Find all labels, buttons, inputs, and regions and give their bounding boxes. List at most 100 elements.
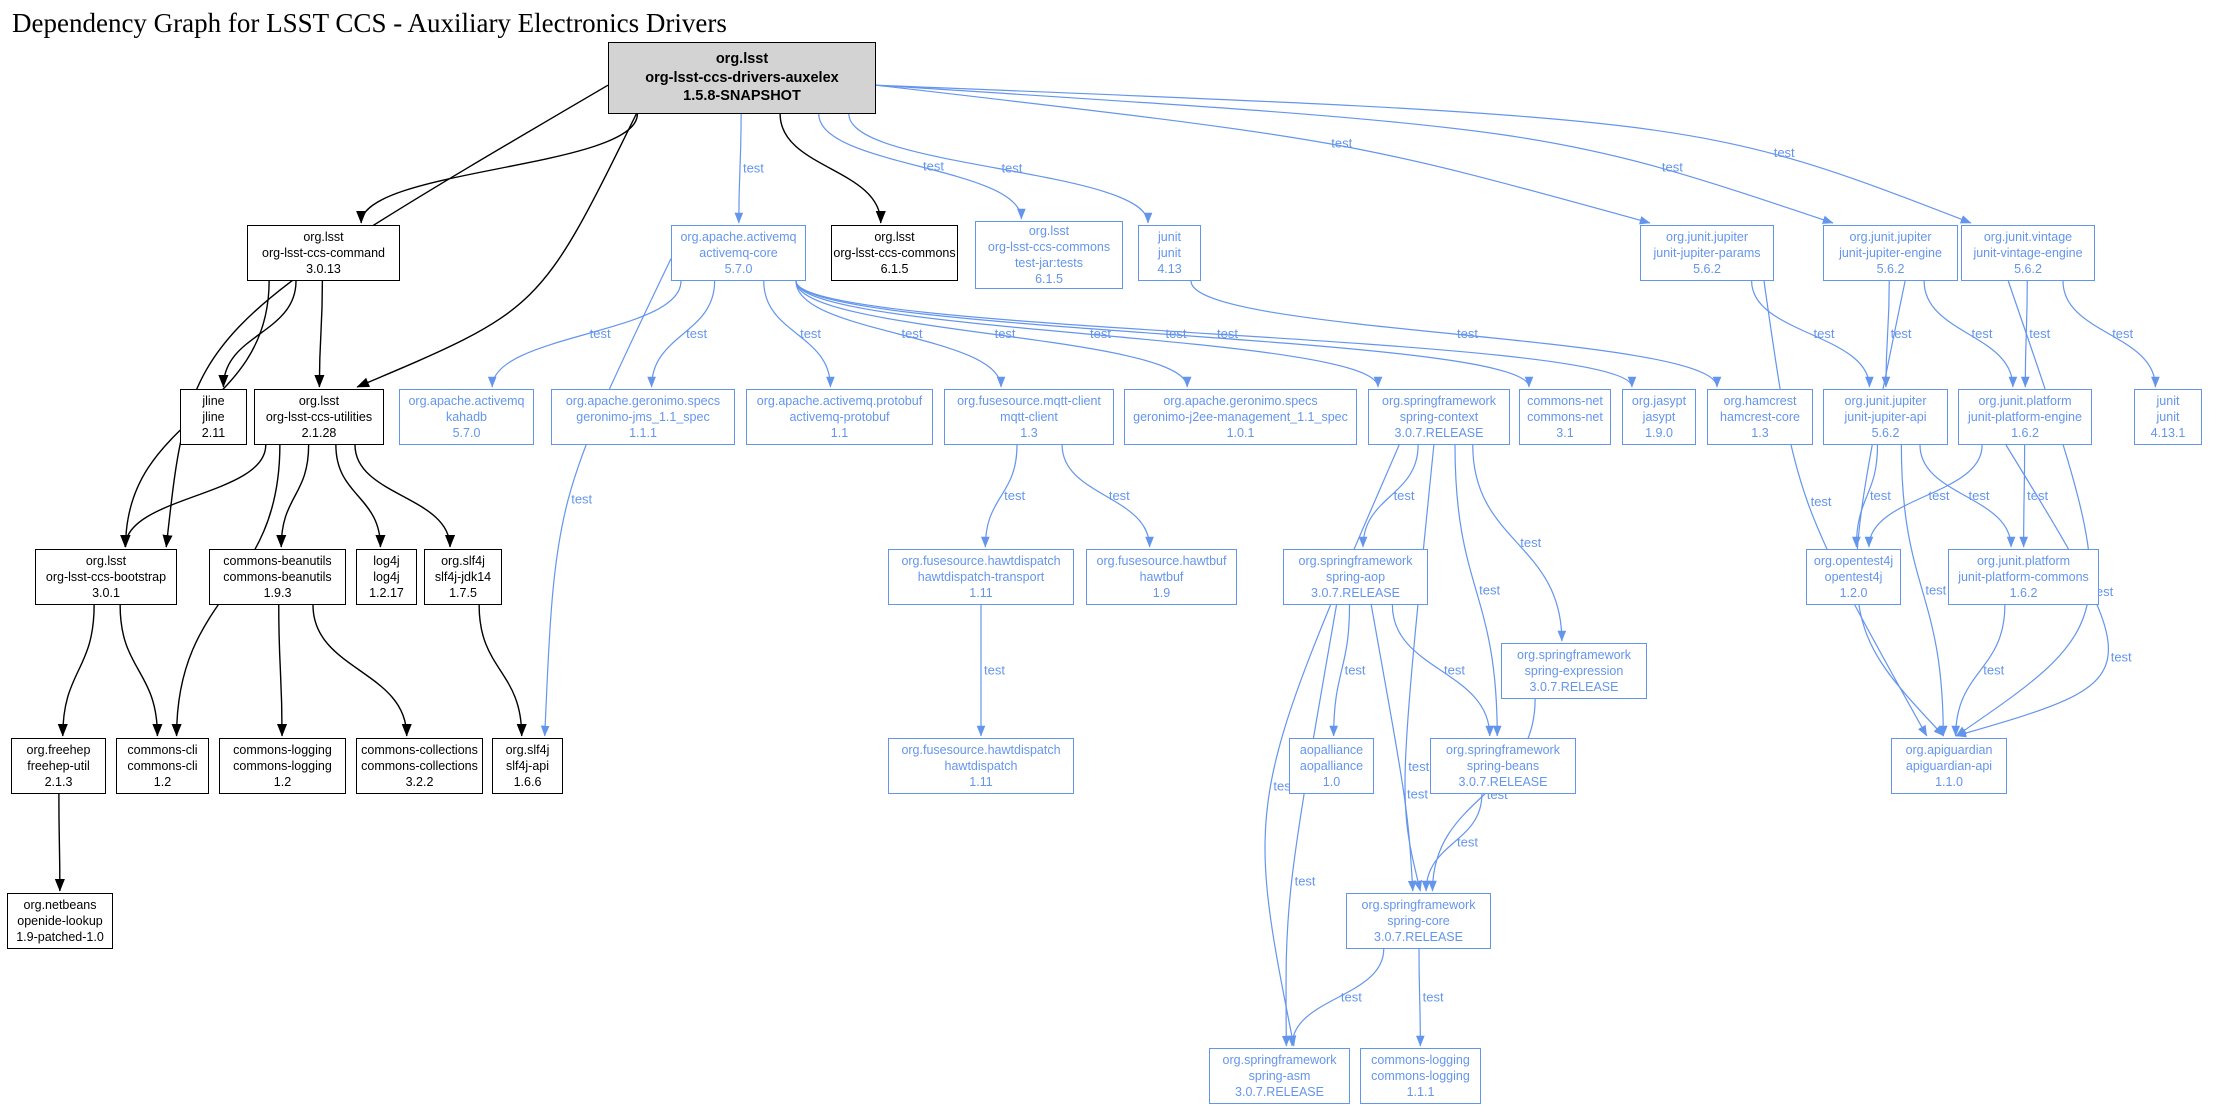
node-label-line: spring-expression <box>1524 663 1624 678</box>
edge-freehep-util-openide-lookup <box>54 793 65 892</box>
node-label-line: org.apache.geronimo.specs <box>1163 393 1318 408</box>
edge-bootstrap-commons-cli <box>119 604 163 737</box>
edge-scope-label: test <box>1457 835 1478 850</box>
edge-platform-engine-opentest4j <box>1864 444 1983 548</box>
node-label-line: apiguardian-api <box>1905 758 1993 773</box>
node-label-line: 6.1.5 <box>880 262 909 277</box>
node-label-line: hawtbuf <box>1139 569 1184 584</box>
edge-auxelex-command <box>356 113 639 224</box>
edge-activemq-core-kahadb <box>487 280 682 388</box>
node-label-line: commons-cli <box>127 758 198 773</box>
edge-spring-core-commons-logging-111 <box>1415 948 1425 1047</box>
node-label-line: org.apache.activemq <box>680 229 797 244</box>
node-label-line: 1.2 <box>153 775 172 790</box>
node-label-line: org.junit.jupiter <box>1849 229 1932 244</box>
node-label-line: 3.0.7.RELEASE <box>1374 930 1463 945</box>
edge-scope-label: test <box>571 491 592 506</box>
edge-command-utilities <box>314 280 325 388</box>
edge-scope-label: test <box>2111 650 2132 665</box>
edge-spring-context-spring-expression <box>1472 444 1567 642</box>
node-label-line: junit-jupiter-api <box>1844 409 1927 424</box>
node-label-line: org.springframework <box>1446 742 1560 757</box>
node-label-line: hawtdispatch <box>944 758 1018 773</box>
edge-scope-label: test <box>902 326 923 341</box>
node-label-line: 1.6.6 <box>513 775 542 790</box>
node-label-line: commons-logging <box>233 758 332 773</box>
edge-scope-label: test <box>1166 326 1187 341</box>
node-label-line: activemq-protobuf <box>789 409 890 424</box>
node-label-line: org-lsst-ccs-commons <box>987 239 1111 254</box>
node-label-line: junit <box>2156 393 2180 408</box>
edge-bootstrap-freehep-util <box>57 604 95 737</box>
node-label-line: 1.2 <box>273 775 292 790</box>
node-label-line: 1.0 <box>1322 775 1341 790</box>
node-label-line: commons-net <box>1527 393 1603 408</box>
node-label-line: org-lsst-ccs-utilities <box>265 409 373 424</box>
node-label-line: 3.0.7.RELEASE <box>1529 680 1619 695</box>
node-label-line: 1.3 <box>1751 426 1769 441</box>
edge-scope-label: test <box>2027 488 2048 503</box>
node-label-line: commons-cli <box>127 742 198 757</box>
edge-scope-label: test <box>1423 990 1444 1005</box>
node-label-line: 1.0.1 <box>1226 426 1255 441</box>
node-label-line: org.jasypt <box>1631 393 1687 408</box>
node-label-line: 3.0.7.RELEASE <box>1235 1085 1324 1100</box>
node-label-line: org.freehep <box>26 742 91 757</box>
node-label-line: spring-core <box>1387 913 1450 928</box>
edge-utilities-log4j <box>335 444 386 548</box>
edge-vintage-engine-apiguardian <box>1955 280 2091 737</box>
edge-platform-engine-platform-commons <box>2019 444 2028 548</box>
edge-spring-aop-aopalliance <box>1329 604 1351 737</box>
node-label-line: 1.1 <box>830 426 849 441</box>
edge-auxelex-jupiter-engine <box>875 84 1834 224</box>
edge-scope-label: test <box>1295 873 1316 888</box>
node-label-line: test-jar:tests <box>1014 256 1084 270</box>
edge-scope-label: test <box>1457 326 1478 341</box>
edge-spring-context-spring-beans <box>1454 444 1502 737</box>
node-label-line: org.apache.geronimo.specs <box>565 393 721 408</box>
edge-utilities-bootstrap <box>120 444 267 548</box>
node-label-line: 4.13 <box>1157 262 1182 277</box>
node-label-line: org.junit.jupiter <box>1844 393 1927 408</box>
node-label-line: kahadb <box>445 409 487 424</box>
node-label-line: org.lsst <box>874 229 915 244</box>
node-label-line: slf4j-api <box>505 758 550 773</box>
edge-scope-label: test <box>1217 326 1238 341</box>
node-label-line: org-lsst-ccs-command <box>262 245 385 260</box>
node-label-line: org.springframework <box>1361 897 1476 912</box>
node-label-line: org.fusesource.hawtdispatch <box>901 553 1061 568</box>
edge-auxelex-jupiter-params <box>875 84 1651 225</box>
edge-scope-label: test <box>1479 583 1500 598</box>
node-label-line: org.springframework <box>1517 647 1631 662</box>
node-label-line: org.springframework <box>1382 393 1496 408</box>
node-label-line: org.lsst <box>298 393 340 408</box>
node-label-line: aopalliance <box>1299 758 1364 773</box>
edge-scope-label: test <box>1969 488 1990 503</box>
node-label-line: org.netbeans <box>23 897 97 912</box>
edge-scope-label: test <box>995 326 1016 341</box>
node-label-line: 1.11 <box>969 775 993 790</box>
edge-junit413-hamcrest-core <box>1190 280 1722 388</box>
edge-scope-label: test <box>800 326 821 341</box>
edge-scope-label: test <box>2029 326 2050 341</box>
edge-scope-label: test <box>1394 488 1415 503</box>
node-label-line: 3.2.2 <box>405 775 434 790</box>
node-label-line: 3.0.1 <box>92 586 120 601</box>
edge-scope-label: test <box>1004 488 1025 503</box>
